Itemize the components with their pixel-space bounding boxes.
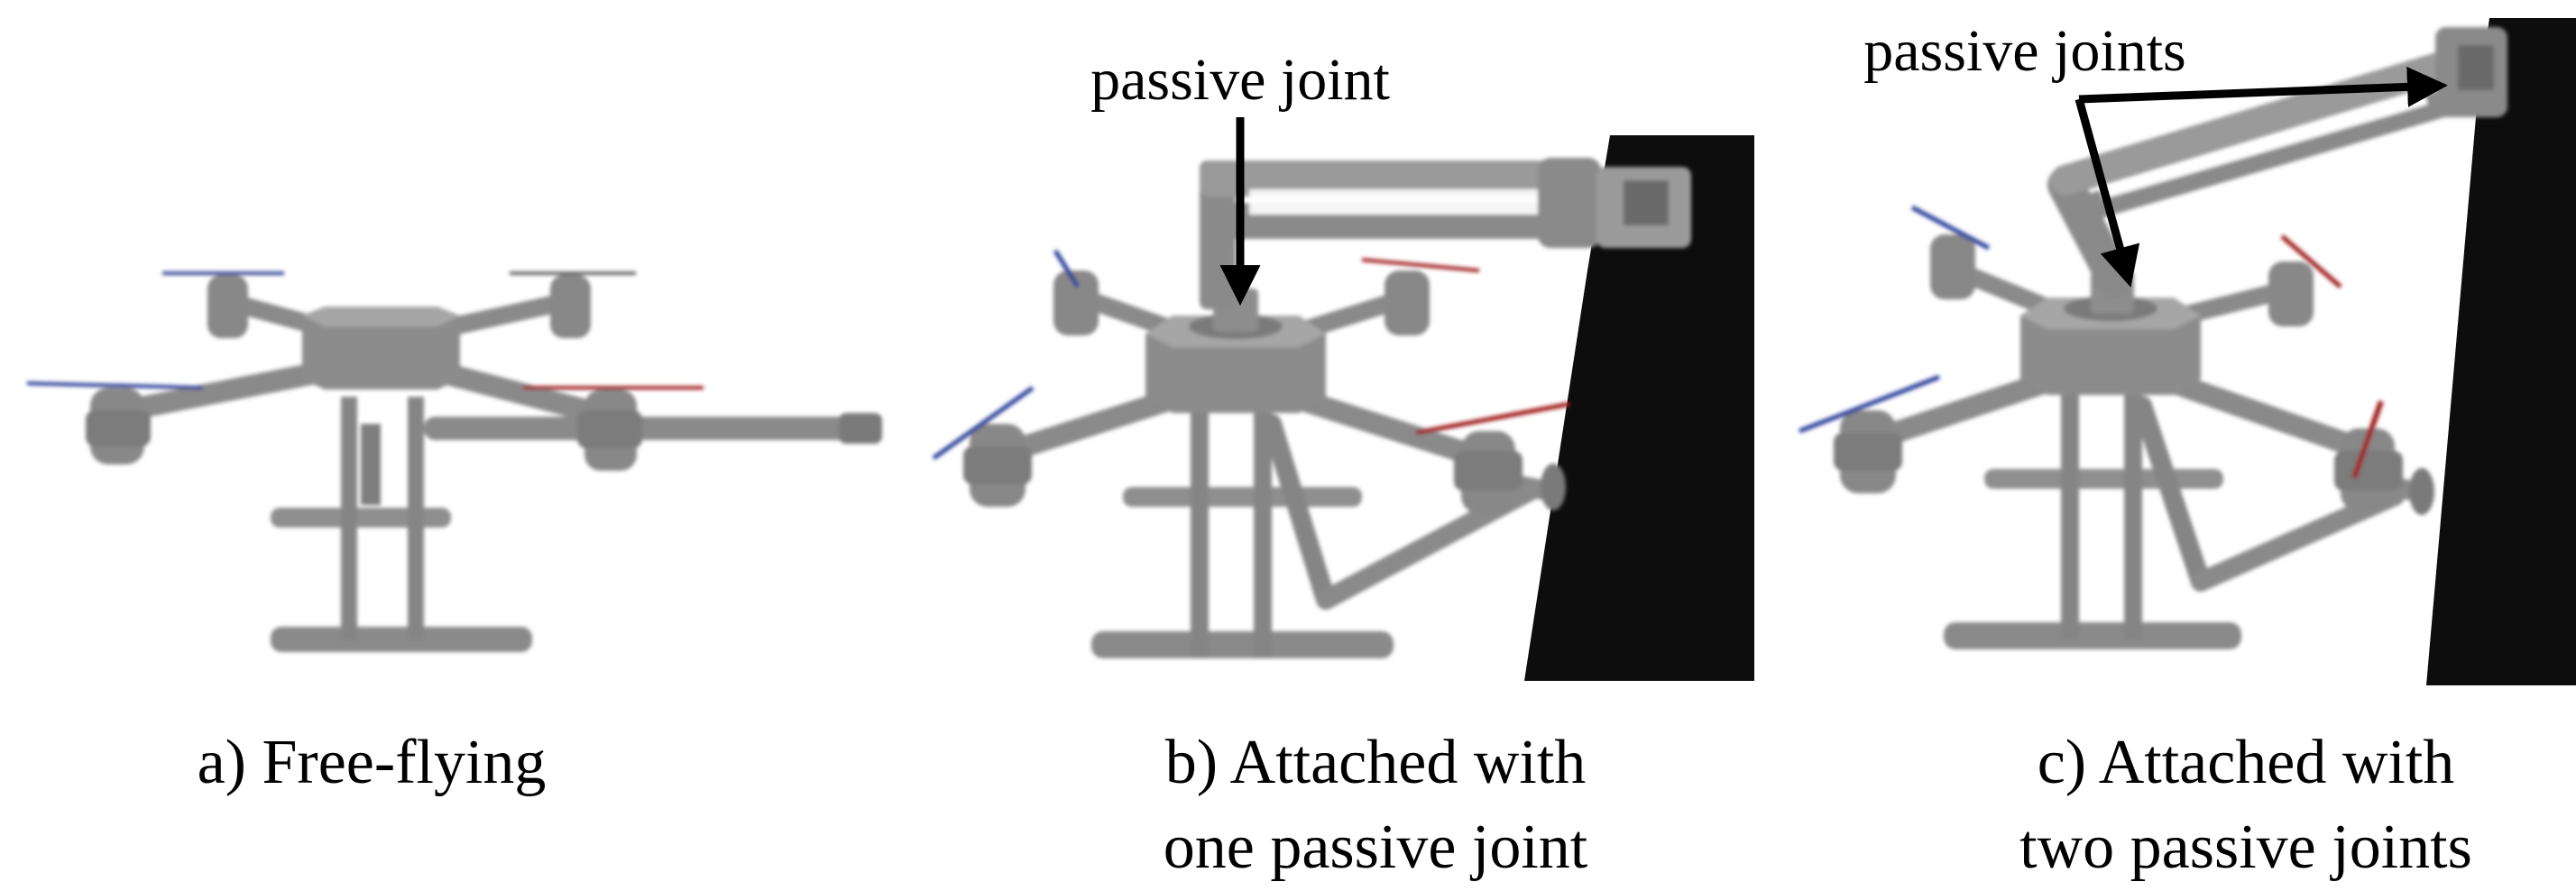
panel-c-caption-line1: c) Attached with <box>2038 728 2455 797</box>
panel-a-drone <box>26 271 882 652</box>
panel-b-drone <box>932 158 1691 658</box>
panel-b-wall <box>1524 135 1754 681</box>
panel-a-caption: a) Free-flying <box>198 728 547 797</box>
panel-b-annotation: passive joint <box>1090 47 1390 113</box>
panel-b-caption-line2: one passive joint <box>1164 813 1588 882</box>
panel-c-drone <box>1799 27 2507 649</box>
panel-c-arrow-to-wall-joint <box>2078 66 2448 107</box>
panel-c-arrow-to-base-joint <box>2075 97 2140 288</box>
panel-c-wall <box>2426 18 2576 685</box>
panel-c-annotation: passive joints <box>1863 18 2186 84</box>
panel-b-caption-line1: b) Attached with <box>1165 728 1587 797</box>
panel-c-caption-line2: two passive joints <box>2019 813 2472 882</box>
